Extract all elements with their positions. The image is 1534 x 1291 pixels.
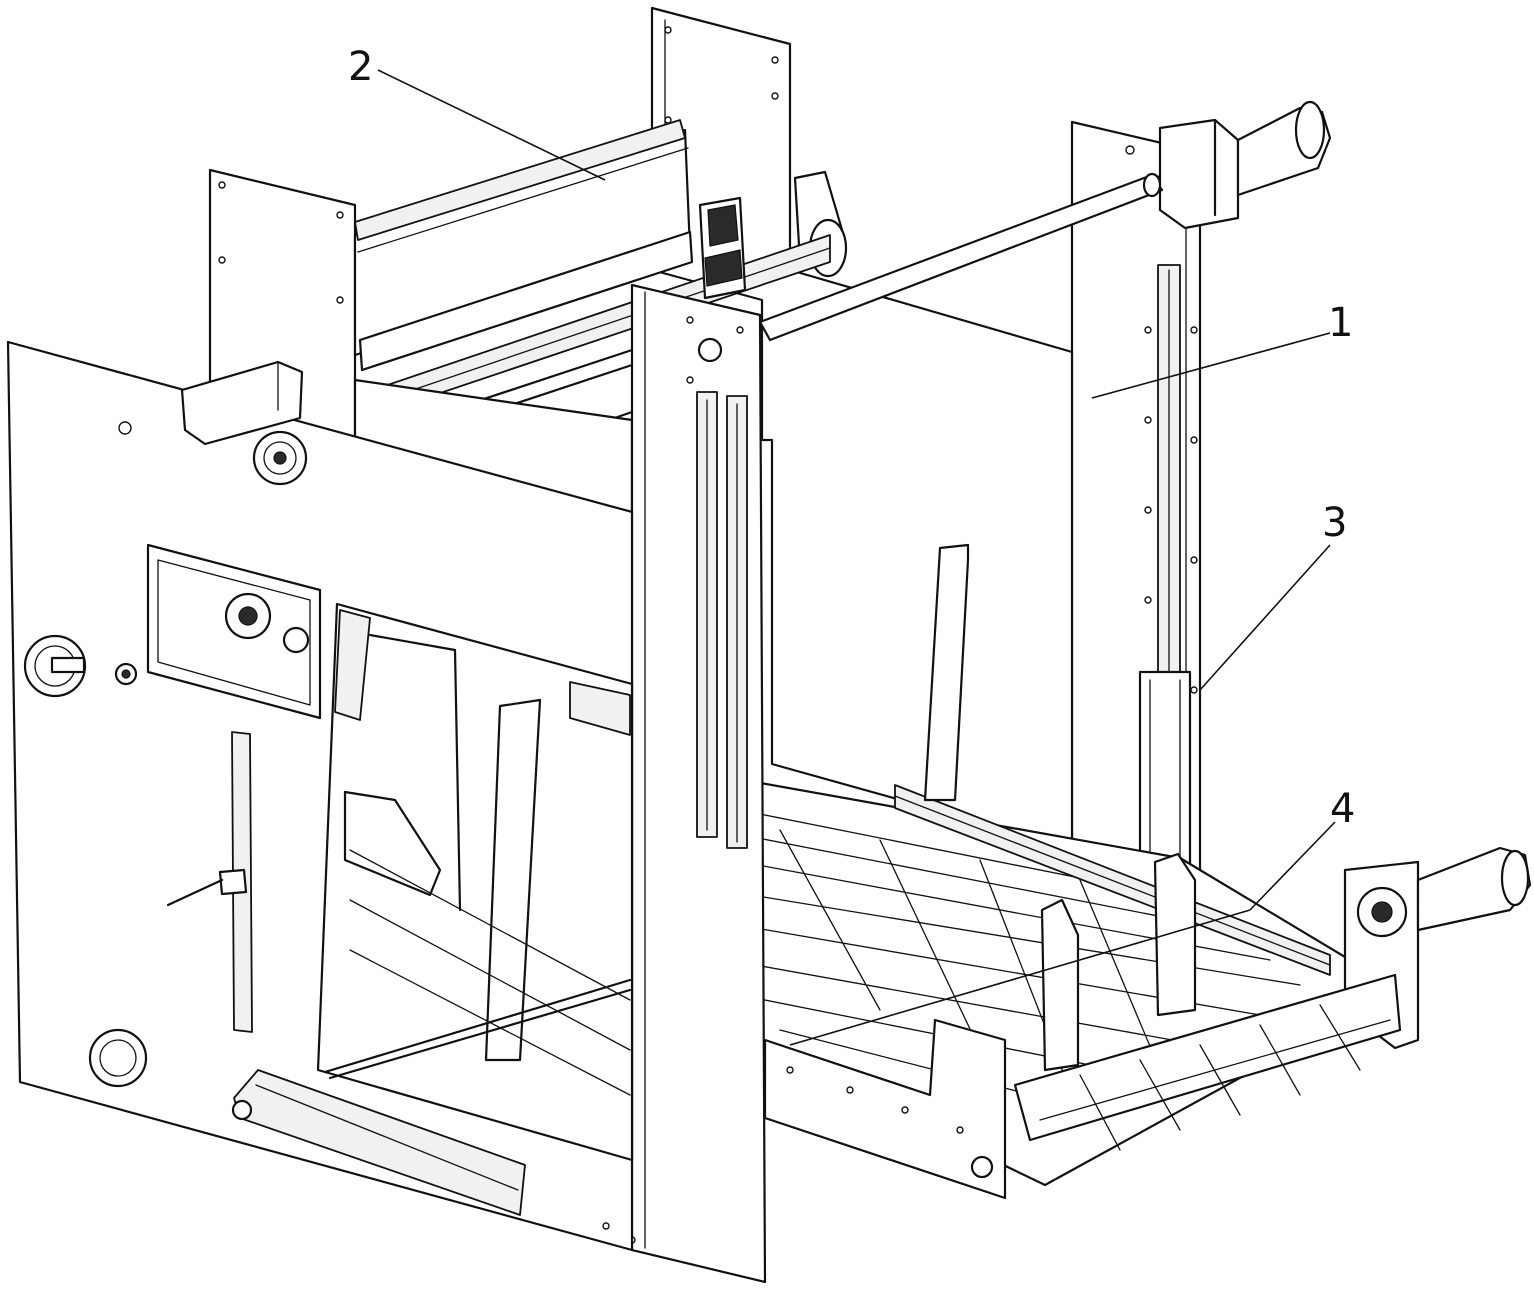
- top-carriage-assembly: [208, 119, 831, 514]
- callout-leaders: [377, 69, 1336, 1046]
- callout-4: 4: [1330, 786, 1355, 832]
- callout-labels: 1 2 3 4: [348, 44, 1355, 832]
- leader-line-2: [377, 69, 606, 181]
- top-right-motor: [1158, 100, 1332, 230]
- conveyor-bed: [630, 543, 1532, 1200]
- front-left-panel: [6, 340, 634, 1252]
- leader-line-3: [1199, 544, 1331, 691]
- callout-1: 1: [1328, 300, 1353, 346]
- rear-right-side-panel: [1070, 120, 1202, 887]
- leader-line-4b: [789, 909, 1251, 1046]
- callout-2: 2: [348, 44, 373, 90]
- leader-line-4: [1249, 821, 1336, 911]
- leader-line-1: [1091, 332, 1331, 399]
- callout-3: 3: [1322, 500, 1347, 546]
- cross-shaft: [758, 172, 1164, 342]
- center-column: [616, 283, 767, 1284]
